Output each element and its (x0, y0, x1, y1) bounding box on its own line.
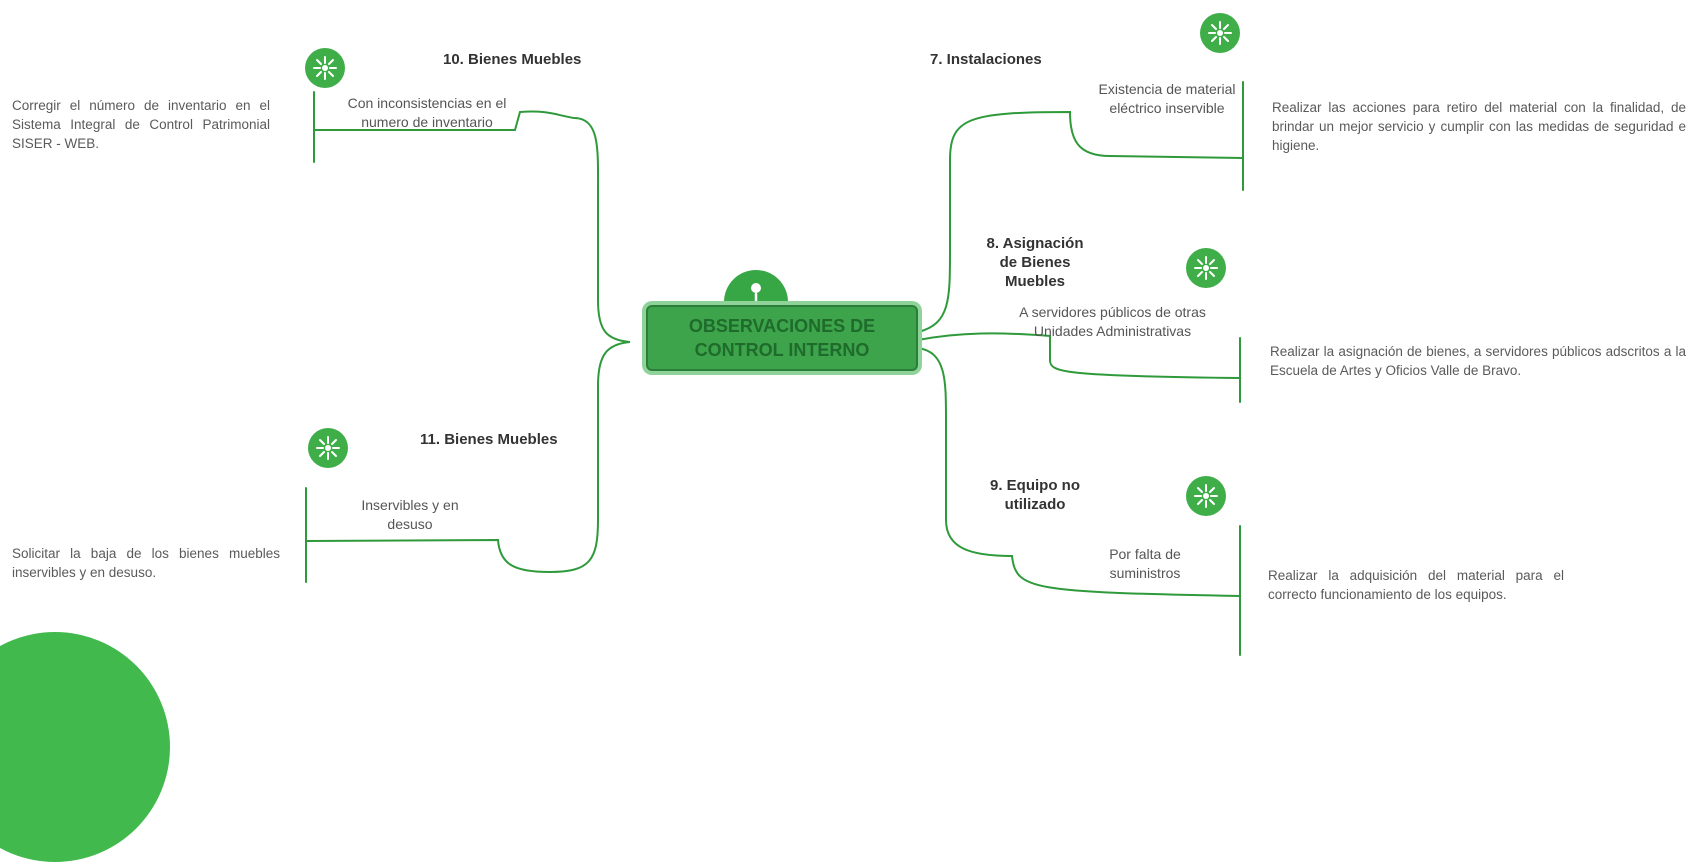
branch-9-action: Realizar la adquisición del material par… (1268, 568, 1564, 602)
branch-10-action: Corregir el número de inventario en el S… (12, 98, 270, 151)
branch-7-action: Realizar las acciones para retiro del ma… (1272, 100, 1686, 153)
branch-9-heading: 9. Equipo no utilizado (990, 477, 1080, 513)
connector-branch-11 (305, 538, 551, 573)
branch-11-action: Solicitar la baja de los bienes muebles … (12, 546, 280, 580)
connector-branch-7 (917, 110, 1244, 333)
connector-lines (305, 81, 1244, 656)
branch-8-action: Realizar la asignación de bienes, a serv… (1270, 344, 1686, 378)
branch-8-heading: 8. Asignación de Bienes Muebles (986, 235, 1084, 290)
branch-9-observation: Por falta de suministros (1109, 546, 1181, 581)
center-title-line2: CONTROL INTERNO (694, 340, 870, 360)
sparkle-icon (308, 428, 348, 468)
center-title-line1: OBSERVACIONES DE (688, 316, 876, 336)
connector-branch-8 (917, 332, 1241, 379)
branch-10-heading: 10. Bienes Muebles (443, 51, 582, 68)
branch-7-observation: Existencia de material eléctrico inservi… (1098, 81, 1236, 116)
sparkle-icon (1186, 476, 1226, 516)
branch-11-observation: Inservibles y en desuso (361, 497, 459, 532)
center-node: OBSERVACIONES DE CONTROL INTERNO (646, 305, 918, 371)
branch-7-heading: 7. Instalaciones (930, 51, 1042, 68)
branch-11-heading: 11. Bienes Muebles (420, 431, 558, 448)
connector-branch-10 (313, 110, 575, 131)
sparkle-icon (305, 48, 345, 88)
connector-left-brace (549, 117, 631, 573)
branch-8-observation: A servidores públicos de otras Unidades … (1019, 304, 1206, 339)
connector-branch-9 (917, 347, 1241, 597)
branch-10-observation: Con inconsistencias en el numero de inve… (347, 95, 507, 130)
sparkle-icon (1186, 248, 1226, 288)
sparkle-icon (1200, 13, 1240, 53)
